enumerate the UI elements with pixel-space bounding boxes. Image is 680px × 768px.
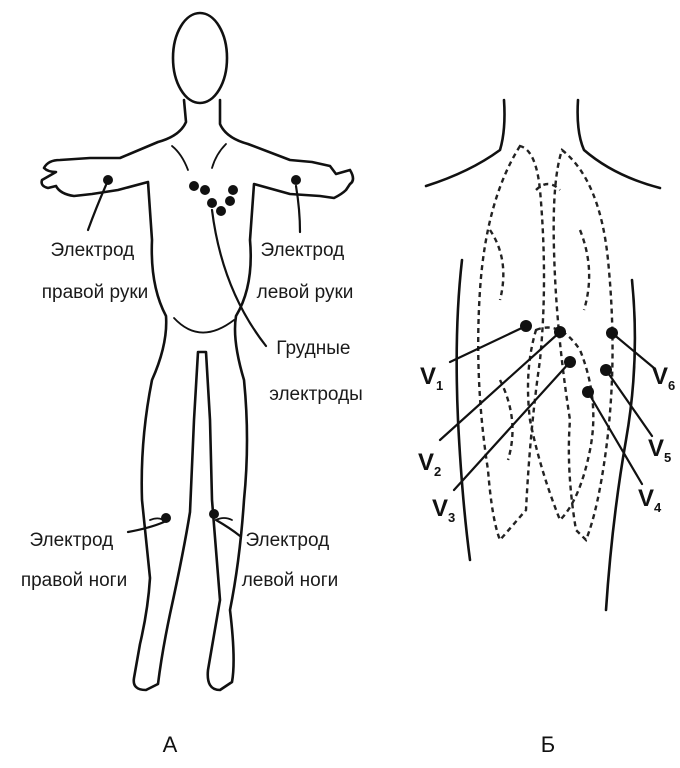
electrode-left-leg xyxy=(209,509,219,519)
lung-texture-3 xyxy=(580,230,589,310)
pointer-left-leg xyxy=(216,520,240,536)
collarbone-right xyxy=(172,146,188,170)
chest-electrode-5 xyxy=(225,196,235,206)
label-chest-electrodes: Грудные электроды xyxy=(269,338,363,405)
chest-electrode-2 xyxy=(200,185,210,195)
chest-electrode-1 xyxy=(189,181,199,191)
torso-side-left xyxy=(457,260,470,560)
heart-outline xyxy=(528,328,593,521)
electrode-left-arm xyxy=(291,175,301,185)
lung-texture-1 xyxy=(490,230,503,300)
label-v5: V5 xyxy=(648,435,671,465)
caption-b: Б xyxy=(541,732,555,757)
pointer-v6 xyxy=(612,333,654,368)
left-lung xyxy=(554,150,613,540)
label-v2: V2 xyxy=(418,449,441,479)
chest-electrode-3 xyxy=(207,198,217,208)
pointer-v1 xyxy=(450,326,526,362)
pointer-right-arm xyxy=(88,185,106,230)
pelvis-line xyxy=(174,318,234,333)
label-left-leg: Электрод левой ноги xyxy=(242,530,339,591)
torso-neck-left xyxy=(426,100,505,186)
lung-texture-2 xyxy=(500,380,513,460)
label-v1: V1 xyxy=(420,363,443,393)
pointer-chest xyxy=(212,210,266,346)
electrode-right-arm xyxy=(103,175,113,185)
panel-a: Электрод правой руки Электрод левой руки… xyxy=(21,13,363,757)
pointer-v4 xyxy=(588,392,642,484)
pointer-left-arm xyxy=(296,186,300,232)
label-right-leg: Электрод правой ноги xyxy=(21,530,127,591)
label-v4: V4 xyxy=(638,485,662,515)
collarbone-left xyxy=(212,144,226,168)
torso-neck-right xyxy=(578,100,660,188)
pointer-v3 xyxy=(454,362,570,490)
body-head xyxy=(173,13,227,103)
chest-electrode-6 xyxy=(228,185,238,195)
panel-b: V1 V2 V3 V4 V5 V6 Б xyxy=(418,100,675,757)
label-v6: V6 xyxy=(652,363,675,393)
label-v3: V3 xyxy=(432,495,455,525)
label-right-arm: Электрод правой руки xyxy=(42,240,149,303)
label-left-arm: Электрод левой руки xyxy=(257,240,354,303)
chest-electrode-4 xyxy=(216,206,226,216)
caption-a: А xyxy=(163,732,178,757)
knee-left xyxy=(216,518,232,520)
